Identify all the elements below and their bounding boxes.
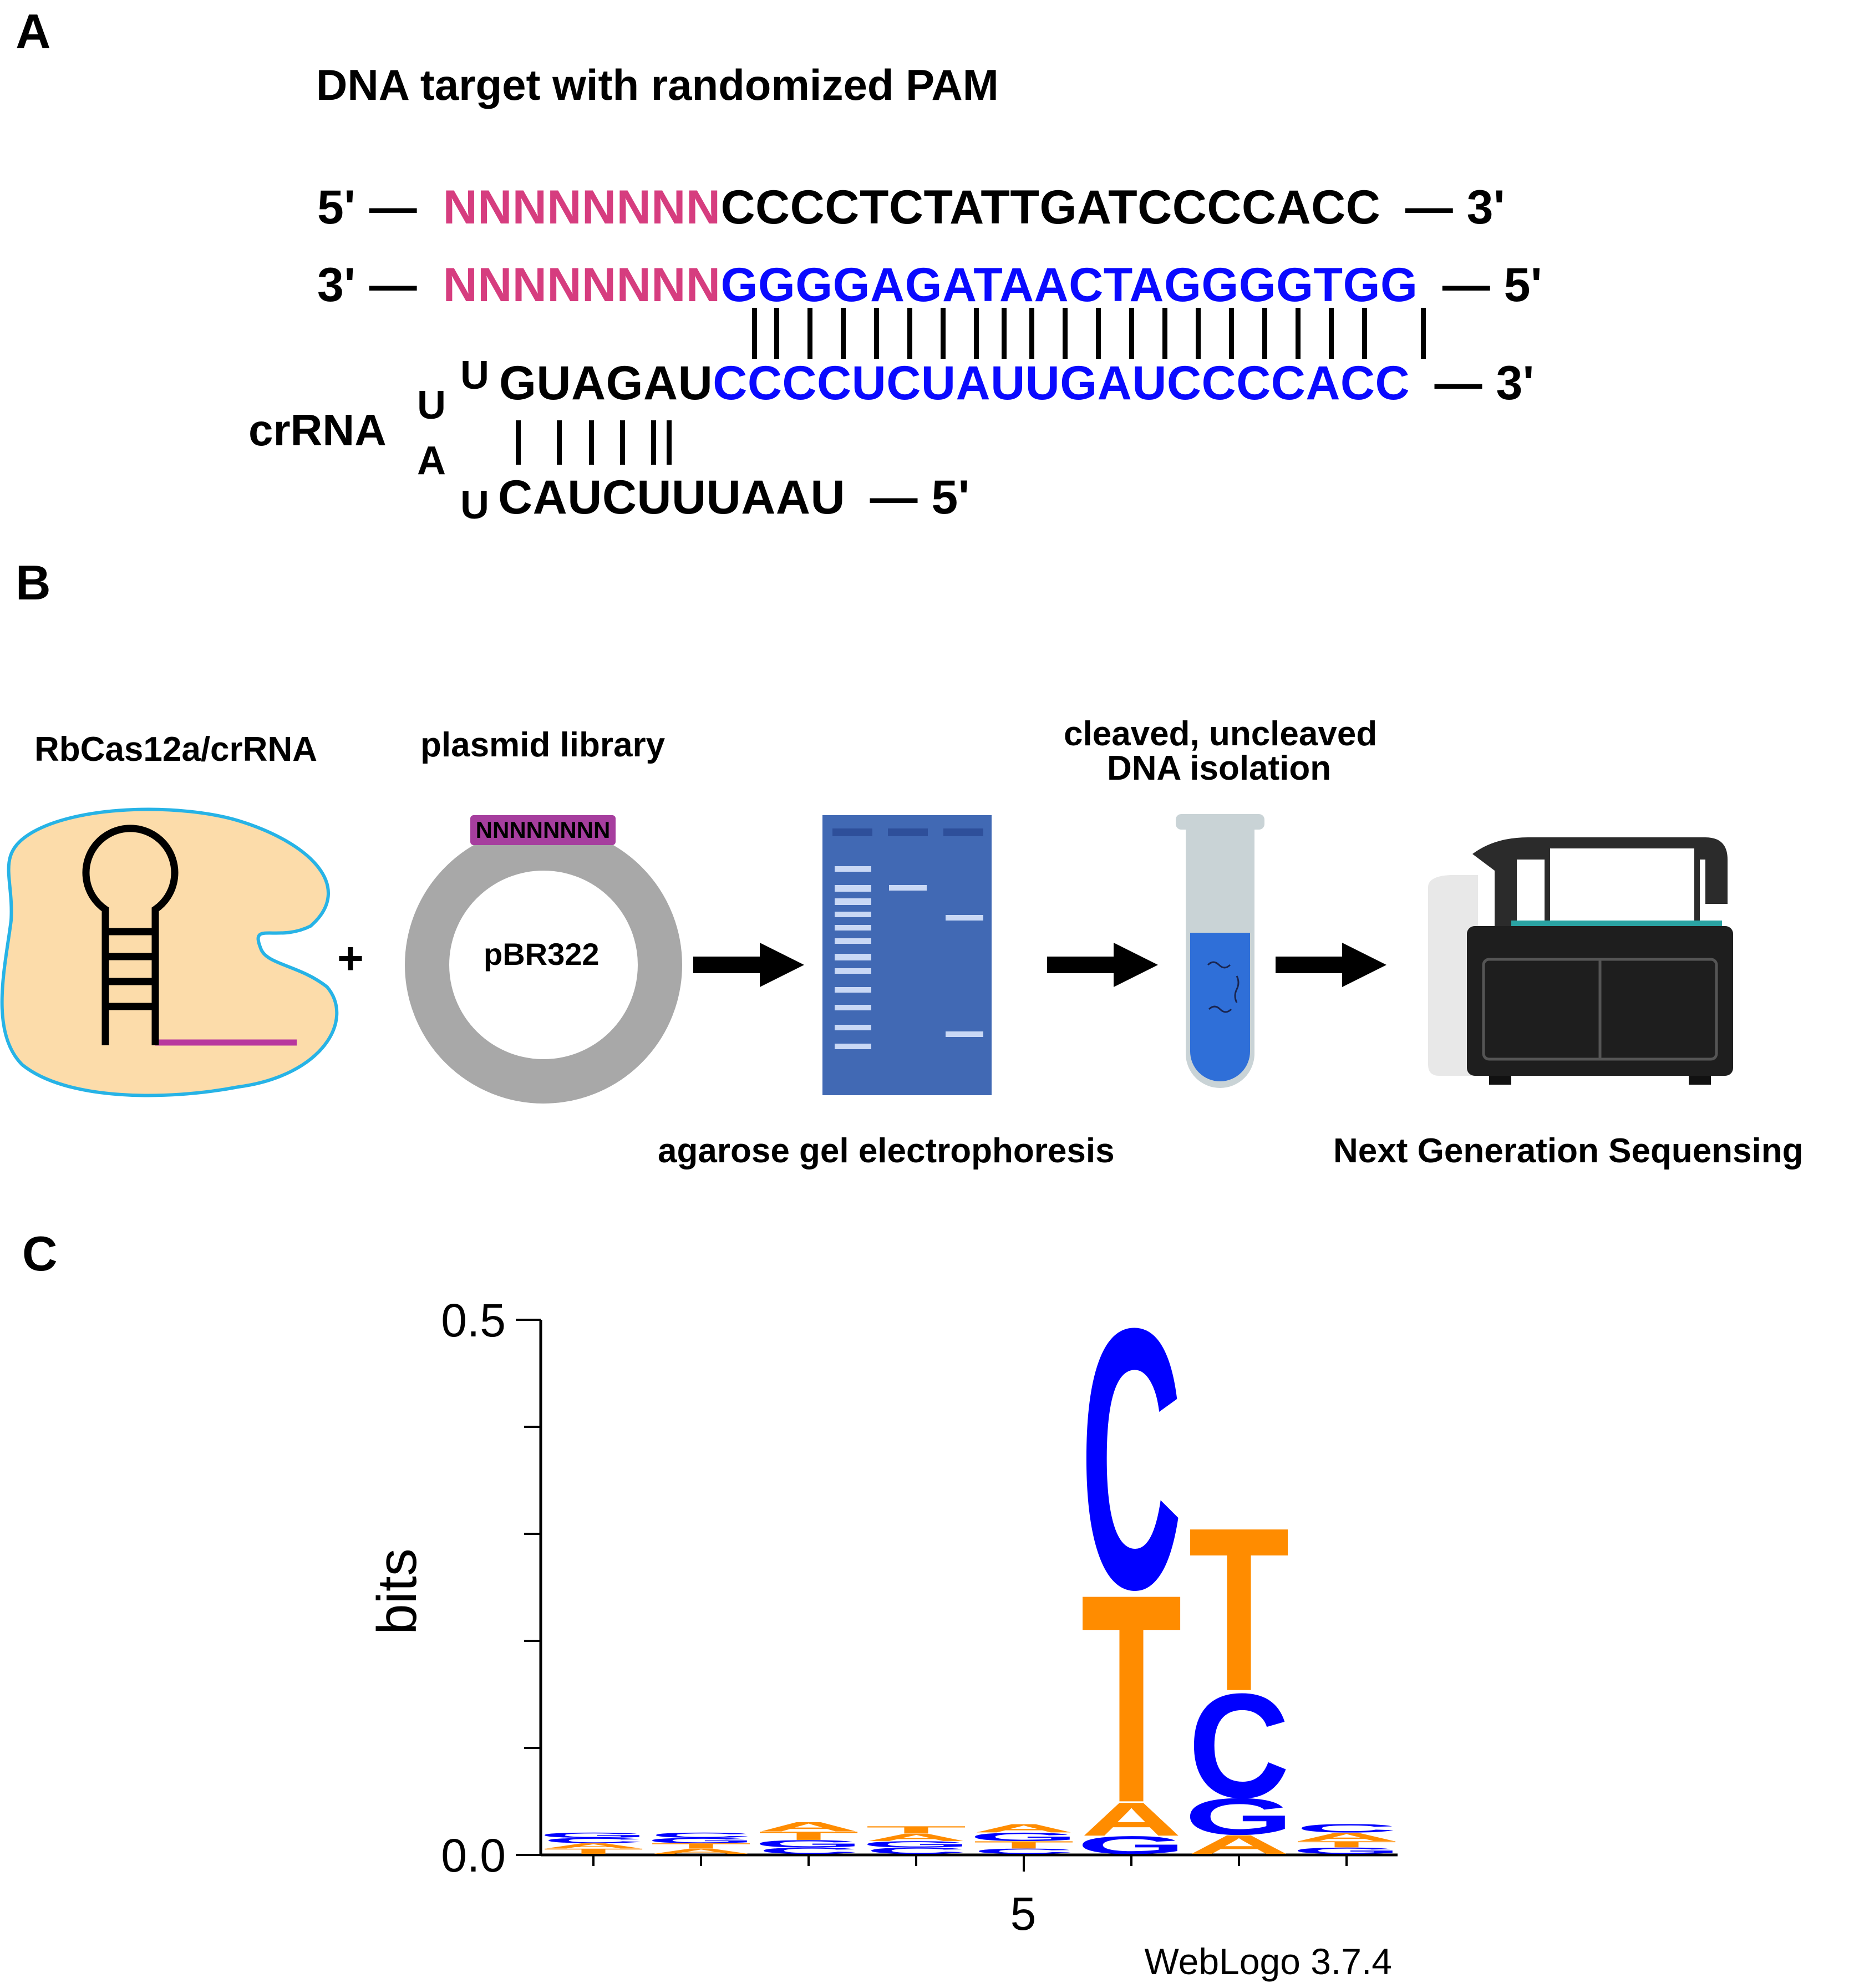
plus-sign: + — [337, 933, 364, 984]
uncut-band — [889, 885, 927, 891]
logo-letter-A-pos-6: A — [1081, 1793, 1182, 1846]
logo-letter-T-pos-1: T — [543, 1847, 644, 1855]
loop-base-u-bot: U — [460, 483, 489, 527]
isolation-label-line1: cleaved, uncleaved — [1064, 715, 1378, 753]
logo-letter-C-pos-7: C — [1188, 1663, 1290, 1829]
strand-end-5: 5' — — [317, 181, 418, 234]
logo-letter-T-pos-2: T — [651, 1842, 752, 1850]
target-strand-top: 5' — NNNNNNNNCCCCTCTATTGATCCCCACC — 3' — [317, 180, 1505, 235]
crrna-stem-top: GUAGAU — [499, 357, 713, 410]
logo-letter-G-pos-3: G — [754, 1838, 863, 1849]
logo-letter-G-pos-5: G — [969, 1831, 1079, 1844]
panel-a-letter: A — [16, 4, 51, 59]
crrna-stem-bottom: CAUCUUUAAU — [498, 471, 846, 524]
ladder-bands — [835, 866, 871, 1049]
logo-letter-C-pos-5: C — [973, 1847, 1075, 1855]
crrna-hairpin-icon — [82, 825, 179, 1015]
cas12a-crrna-illustration — [0, 807, 339, 1097]
y-tick-label: 0.5 — [441, 1294, 506, 1346]
pam-randomized: NNNNNNNN — [443, 258, 721, 312]
panel-a-title: DNA target with randomized PAM — [316, 60, 999, 109]
logo-letter-T-pos-3: T — [758, 1829, 860, 1842]
logo-letter-C-pos-4: C — [866, 1846, 967, 1856]
logo-letter-G-pos-7: G — [1185, 1788, 1294, 1846]
strand-end-3: — 3' — [1434, 357, 1535, 410]
logo-letter-C-pos-3: C — [758, 1846, 860, 1856]
logo-letter-A-pos-1: A — [543, 1842, 644, 1850]
crrna-label: crRNA — [248, 405, 387, 455]
panel-b-letter: B — [16, 555, 51, 610]
arrow-icon — [693, 943, 804, 987]
logo-letter-C-pos-6: C — [1081, 1252, 1182, 1667]
y-axis-label: bits — [366, 1548, 428, 1635]
target-strand-bottom: 3' — NNNNNNNNGGGGAGATAACTAGGGGTGG — 5' — [317, 258, 1542, 313]
logo-letter-T-pos-4: T — [866, 1824, 967, 1836]
logo-letter-G-pos-4: G — [862, 1839, 971, 1849]
plasmid-name: pBR322 — [484, 937, 600, 972]
cut-band-lower — [946, 1031, 983, 1037]
gel-label: agarose gel electrophoresis — [658, 1132, 1115, 1170]
strand-end-3: — 3' — [1405, 181, 1505, 234]
arrow-icon — [1276, 943, 1386, 987]
crrna-spacer: CCCCUCUAUUGAUCCCCACC — [713, 357, 1410, 410]
cut-band-upper — [946, 915, 983, 921]
plasmid-label: plasmid library — [420, 726, 666, 764]
panel-c-letter: C — [22, 1226, 58, 1281]
loop-base-u-top: U — [460, 353, 489, 398]
logo-letter-C-pos-2: C — [651, 1831, 752, 1839]
logo-letter-G-pos-6: G — [1076, 1831, 1186, 1859]
logo-letter-G-pos-1: G — [539, 1831, 648, 1839]
plasmid-insert: NNNNNNNN — [470, 815, 616, 845]
logo-letter-G-pos-2: G — [646, 1837, 755, 1845]
strand-end-5: — 5' — [1442, 258, 1542, 312]
logo-letter-C-pos-8: C — [1296, 1822, 1398, 1835]
strand-end-3: 3' — — [317, 258, 418, 312]
logo-letter-T-pos-5: T — [973, 1839, 1075, 1850]
isolation-label-line2: DNA isolation — [1107, 749, 1332, 787]
weblogo-credit: WebLogo 3.7.4 — [1145, 1941, 1392, 1982]
logo-letter-C-pos-1: C — [543, 1837, 644, 1845]
logo-letter-A-pos-4: A — [866, 1832, 967, 1843]
logo-letter-T-pos-8: T — [1296, 1839, 1398, 1849]
pam-randomized: NNNNNNNN — [443, 181, 721, 234]
cas-label: RbCas12a/crRNA — [34, 730, 317, 769]
test-tube-icon — [1176, 814, 1264, 1088]
logo-letter-A-pos-5: A — [973, 1822, 1075, 1835]
crrna-bottom-strand: CAUCUUUAAU — 5' — [498, 470, 970, 525]
arrow-icon — [1047, 943, 1158, 987]
strand-end-5: — 5' — [870, 471, 970, 524]
logo-letter-G-pos-8: G — [1292, 1846, 1401, 1856]
agarose-gel-image — [822, 815, 992, 1095]
y-tick-label: 0.0 — [441, 1829, 506, 1882]
logo-letter-A-pos-8: A — [1296, 1831, 1398, 1844]
logo-letter-T-pos-7: T — [1188, 1479, 1290, 1740]
logo-letter-A-pos-2: A — [651, 1847, 752, 1855]
loop-base-u-mid: U — [417, 383, 446, 428]
logo-letter-T-pos-6: T — [1081, 1532, 1182, 1864]
target-sequence: CCCCTCTATTGATCCCCACC — [720, 181, 1381, 234]
logo-letter-A-pos-7: A — [1188, 1829, 1290, 1859]
logo-letter-A-pos-3: A — [758, 1819, 860, 1834]
ngs-label: Next Generation Sequensing — [1333, 1132, 1804, 1170]
crrna-top-strand: GUAGAUCCCCUCUAUUGAUCCCCACC — 3' — [499, 356, 1535, 411]
sequencer-machine-icon — [1428, 837, 1733, 1085]
x-tick-label: 5 — [1010, 1888, 1037, 1940]
plasmid-ring — [405, 826, 682, 1104]
loop-base-a: A — [417, 439, 446, 483]
complementary-sequence: GGGGAGATAACTAGGGGTGG — [720, 258, 1418, 312]
